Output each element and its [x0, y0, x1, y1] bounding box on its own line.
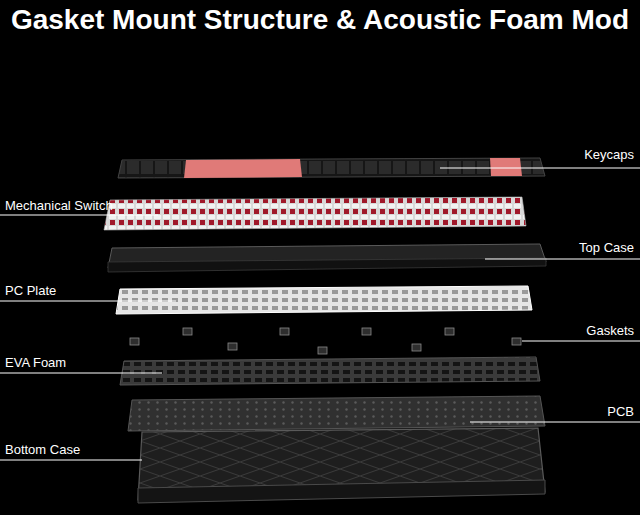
part-label: EVA Foam: [5, 355, 66, 370]
leader-line: [440, 168, 640, 169]
leader-line: [0, 215, 158, 216]
leader-line: [522, 341, 640, 342]
bottom-case: [138, 428, 545, 503]
switch-layer: [104, 197, 526, 230]
keycap-accent: [490, 158, 522, 176]
keycap-accent: [184, 159, 302, 178]
part-label: Bottom Case: [5, 442, 80, 457]
leader-line: [0, 301, 176, 302]
part-label: Gaskets: [586, 323, 634, 338]
pcb-board: [128, 396, 545, 431]
leader-line: [0, 460, 142, 461]
pc-plate: [116, 286, 532, 314]
part-label: Top Case: [579, 240, 634, 255]
gaskets: [130, 328, 521, 354]
heading: Gasket Mount Structure & Acoustic Foam M…: [0, 4, 640, 36]
part-label: Mechanical Switch: [5, 198, 113, 213]
top-case: [108, 244, 546, 272]
leader-lines: [0, 168, 640, 460]
leader-line: [0, 373, 162, 374]
part-label: PCB: [607, 404, 634, 419]
leader-line: [485, 259, 640, 260]
leader-line: [470, 422, 640, 423]
part-label: PC Plate: [5, 283, 56, 298]
part-label: Keycaps: [584, 147, 634, 162]
eva-foam: [120, 357, 540, 385]
